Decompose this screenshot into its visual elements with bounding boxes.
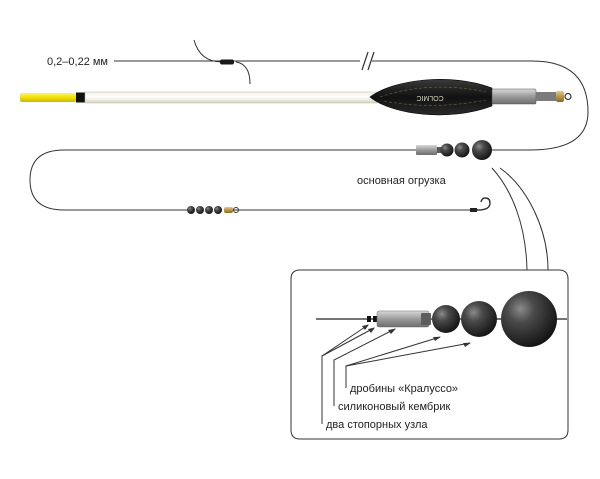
main-line [29,60,589,211]
stop-knot-1 [367,316,371,322]
float-eye-brass [556,91,564,102]
detail-panel-frame [290,269,569,440]
arrow-heads [362,324,471,347]
float-tip [20,93,76,102]
weight-shot-1 [440,143,454,157]
callout-sleeve-label: силиконовый кембрик [338,401,450,413]
float-keel [491,88,537,105]
float-eye [564,92,572,101]
zoom-pointer-lines [491,167,549,271]
micro-swivel-ring [233,207,239,213]
stop-knot-2 [373,316,377,322]
connector-swivel [220,59,234,65]
detail-shot-large [501,291,557,347]
main-weight-label: основная огрузка [357,175,447,187]
callout-knots-label: два стопорных узла [326,419,428,431]
float-stem [84,91,378,104]
callout-shot-label: дробины «Кралуссо» [350,383,458,395]
dropper-shot [196,206,204,214]
callout-arrows [321,324,471,424]
weight-sleeve-end [437,147,441,153]
float: COLMIC [20,79,572,116]
dropper-shot [187,206,195,214]
silicone-sleeve-tip [421,313,431,325]
dropper-shot-string [187,206,239,214]
dropper-shot [214,206,222,214]
line-diameter-label: 0,2–0,22 мм [47,56,108,68]
dropper-shot [205,206,213,214]
line-break-mark [361,51,375,71]
float-eye-tube [536,92,556,101]
float-brand-label: COLMIC [416,94,443,101]
weight-shot-3 [472,140,492,160]
detail-panel: дробины «Кралуссо» силиконовый кембрик д… [290,269,569,440]
float-body-pattern [379,86,487,106]
weight-shot-2 [454,142,470,158]
detail-shot-small [432,305,460,333]
main-weight-cluster [416,140,492,160]
weight-sleeve [416,145,437,155]
leader-connection [193,39,251,85]
detail-shot-medium [461,301,497,337]
float-tip-band [76,92,85,103]
hook [470,197,491,211]
micro-swivel [224,207,233,213]
hook-knot [470,208,477,212]
